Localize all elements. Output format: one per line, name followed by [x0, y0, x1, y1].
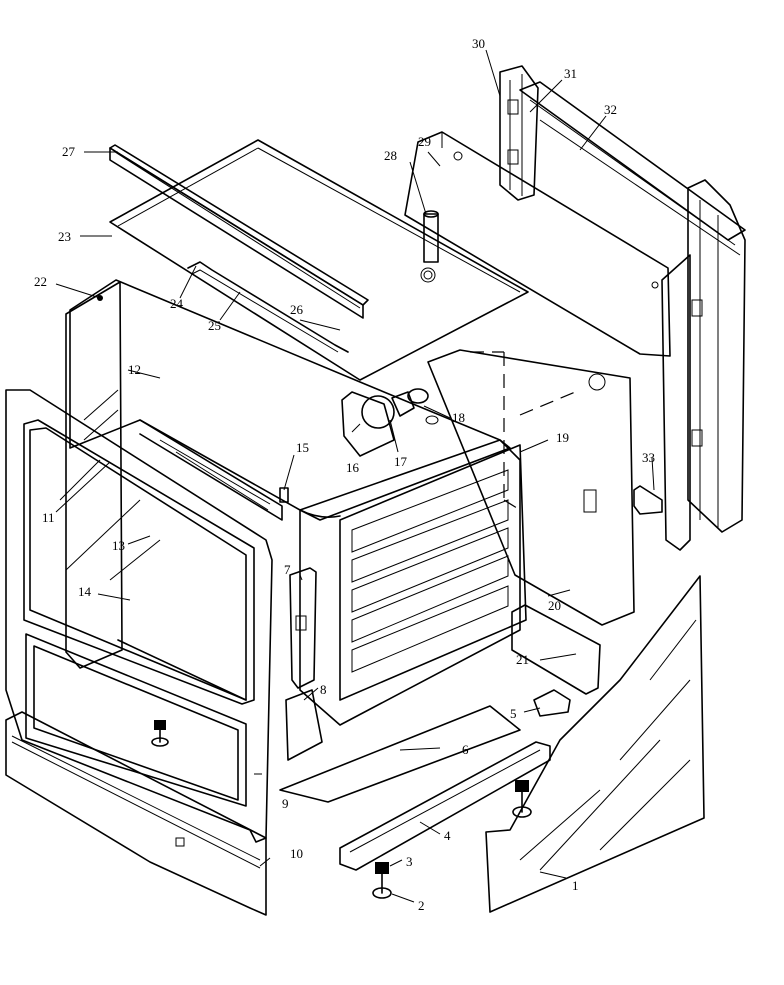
outer-side-panel	[485, 575, 705, 913]
bracket-15	[279, 487, 289, 503]
callout-6: 6	[462, 742, 469, 757]
oven-rack	[117, 419, 283, 701]
callout-28: 28	[384, 148, 397, 163]
callout-29: 29	[418, 134, 431, 149]
callout-2: 2	[418, 898, 425, 913]
rear-frame-top-rail	[519, 81, 746, 256]
top-panel	[109, 139, 529, 381]
callout-16: 16	[346, 460, 360, 475]
callout-7: 7	[284, 562, 291, 577]
callout-32: 32	[604, 102, 617, 117]
callout-labels: 1 2 3 4 5 6 7 8 9 10 11 12 13 14 15 16 1…	[34, 36, 655, 913]
leveling-leg-right	[372, 862, 392, 899]
callout-22: 22	[34, 274, 47, 289]
callout-5: 5	[510, 706, 517, 721]
leveling-leg-front	[151, 720, 169, 747]
front-kick-panel	[5, 711, 267, 916]
callout-18: 18	[452, 410, 465, 425]
leg-rail	[339, 741, 551, 871]
back-panel	[404, 131, 671, 357]
callout-8: 8	[320, 682, 327, 697]
side-bracket	[285, 689, 323, 761]
callout-17: 17	[394, 454, 408, 469]
vent-tube	[423, 210, 439, 263]
broiler-panel	[339, 444, 527, 701]
top-trim-strip	[109, 144, 369, 319]
callout-20: 20	[548, 598, 561, 613]
oven-light-assembly	[341, 388, 439, 457]
callout-15: 15	[296, 440, 309, 455]
callout-23: 23	[58, 229, 71, 244]
front-frame	[5, 389, 273, 843]
callout-9: 9	[282, 796, 289, 811]
callout-12: 12	[128, 362, 141, 377]
right-side-panel	[427, 349, 635, 626]
callout-19: 19	[556, 430, 569, 445]
rear-frame-left-post	[499, 65, 539, 201]
rear-frame-right-post	[661, 179, 746, 551]
callout-4: 4	[444, 828, 451, 843]
callout-24: 24	[170, 296, 184, 311]
callout-14: 14	[78, 584, 92, 599]
callout-13: 13	[112, 538, 125, 553]
left-side-panel	[65, 281, 123, 669]
callout-25: 25	[208, 318, 221, 333]
callout-26: 26	[290, 302, 304, 317]
callout-10: 10	[290, 846, 303, 861]
callout-27: 27	[62, 144, 76, 159]
base-bracket	[633, 485, 663, 515]
hinge-strip	[289, 567, 317, 689]
leader-lines	[55, 49, 655, 903]
callout-21: 21	[516, 652, 529, 667]
insulation-clip	[187, 261, 349, 353]
bottom-panel	[279, 705, 521, 803]
callout-11: 11	[42, 510, 55, 525]
callout-33: 33	[642, 450, 655, 465]
callout-30: 30	[472, 36, 485, 51]
oven-liner	[69, 279, 521, 726]
callout-3: 3	[406, 854, 413, 869]
callout-1: 1	[572, 878, 579, 893]
toe-bracket	[533, 689, 571, 717]
callout-31: 31	[564, 66, 577, 81]
